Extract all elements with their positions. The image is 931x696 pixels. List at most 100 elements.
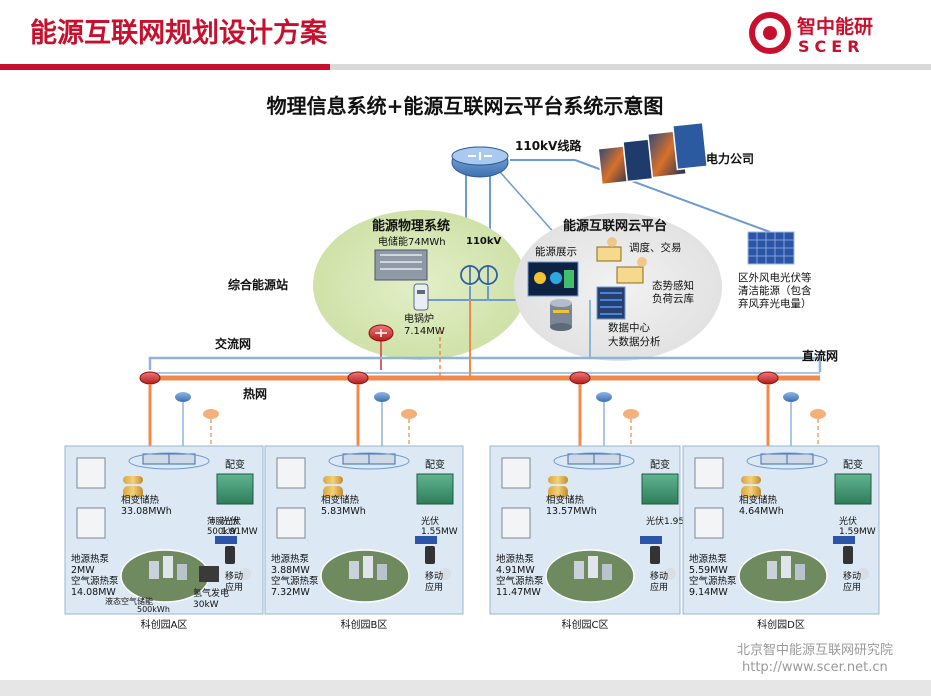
storage-label-2: 5.83MWh bbox=[321, 506, 366, 517]
solar-label-2: 1.59MW bbox=[839, 527, 876, 537]
heat-storage-tank-icon bbox=[323, 486, 343, 498]
mobile-app-label-1: 移动 bbox=[425, 570, 443, 582]
substation-label: 配变 bbox=[843, 458, 863, 471]
outside-solar-panel-icon bbox=[747, 231, 795, 265]
data-center-server-icon bbox=[596, 286, 626, 320]
boiler-label-1: 电锅炉 bbox=[404, 312, 434, 325]
situation-operator-icon bbox=[616, 257, 647, 284]
core-router-icon bbox=[451, 146, 509, 178]
kv110-label: 110kV bbox=[466, 236, 502, 247]
datacenter-label-2: 大数据分析 bbox=[608, 335, 661, 348]
solar-label-1: 光伏 bbox=[421, 515, 439, 527]
heat-storage-tank-icon bbox=[741, 476, 761, 484]
logo-en-text: SCER bbox=[798, 37, 865, 56]
user-icon bbox=[239, 568, 251, 580]
ground-source-label-2: 4.91MW bbox=[496, 565, 535, 576]
ground-source-label-2: 5.59MW bbox=[689, 565, 728, 576]
park-name-label: 科创园C区 bbox=[562, 618, 609, 631]
dispatch-operator-icon bbox=[596, 237, 622, 262]
solar-panel-icon bbox=[640, 536, 662, 544]
park-name-label: 科创园D区 bbox=[757, 618, 805, 631]
park-panel-b: 配变相变储热5.83MWh光伏1.55MW地源热泵3.88MW空气源热泵7.32… bbox=[264, 445, 464, 631]
heat-pump-unit-icon bbox=[501, 457, 531, 489]
switch-icon bbox=[786, 453, 814, 465]
energy-display-screen-icon bbox=[527, 261, 579, 297]
heat-pump-unit-icon bbox=[76, 507, 106, 539]
heat-storage-tank-icon bbox=[548, 476, 568, 484]
mobile-app-label-1: 移动 bbox=[843, 570, 861, 582]
ground-source-label-1: 地源热泵 bbox=[496, 553, 535, 565]
heat-grid-label: 热网 bbox=[243, 386, 267, 401]
mobile-app-label-2: 应用 bbox=[425, 581, 443, 593]
dispatch-label: 调度、交易 bbox=[629, 241, 682, 254]
ground-source-label-1: 地源热泵 bbox=[271, 553, 310, 565]
user-icon bbox=[664, 568, 676, 580]
storage-label-1: 相变储热 bbox=[739, 494, 778, 506]
grid-router-d-icon bbox=[757, 371, 779, 385]
heat-storage-tank-icon bbox=[741, 486, 761, 498]
solar-label-2: 1.91MW bbox=[221, 527, 258, 537]
heat-pump-unit-icon bbox=[276, 507, 306, 539]
scer-logo: 智中能研 SCER bbox=[749, 12, 873, 56]
park-panel-d: 配变相变储热4.64MWh光伏1.59MW地源热泵5.59MW空气源热泵9.14… bbox=[682, 445, 880, 631]
storage-label-2: 33.08MWh bbox=[121, 506, 172, 517]
hydrogen-label-1: 氢气发电 bbox=[193, 587, 229, 599]
liquid-air-storage-label-2: 500kWh bbox=[137, 605, 170, 614]
storage-label-2: 13.57MWh bbox=[546, 506, 597, 517]
air-source-label-1: 空气源热泵 bbox=[71, 575, 119, 587]
switch-icon bbox=[342, 453, 370, 465]
cloud-platform-label: 能源互联网云平台 bbox=[563, 218, 667, 234]
mobile-app-label-1: 移动 bbox=[650, 570, 668, 582]
mobile-phone-icon bbox=[225, 546, 235, 564]
dc-grid-label: 直流网 bbox=[802, 348, 838, 363]
switch-icon bbox=[168, 453, 196, 465]
database-icon bbox=[550, 299, 572, 331]
physical-system-label: 能源物理系统 bbox=[372, 218, 450, 234]
liquid-air-storage-label-1: 液态空气储能 bbox=[105, 596, 153, 606]
footer-url: http://www.scer.net.cn bbox=[742, 660, 888, 675]
switch-icon bbox=[368, 453, 396, 465]
park-panel-c: 配变相变储热13.57MWh光伏1.95MW地源热泵4.91MW空气源热泵11.… bbox=[489, 445, 701, 631]
diagram-title: 物理信息系统+能源互联网云平台系统示意图 bbox=[267, 94, 664, 118]
switch-icon bbox=[760, 453, 788, 465]
storage-74-label: 电储能74MWh bbox=[378, 235, 446, 248]
ground-source-label-2: 3.88MW bbox=[271, 565, 310, 576]
solar-panel-icon bbox=[415, 536, 437, 544]
station-label: 综合能源站 bbox=[228, 277, 288, 292]
power-company-images bbox=[597, 121, 709, 186]
air-source-label-2: 14.08MW bbox=[71, 587, 116, 598]
solar-panel-icon bbox=[833, 536, 855, 544]
energy-display-label: 能源展示 bbox=[535, 245, 577, 258]
mobile-phone-icon bbox=[425, 546, 435, 564]
datacenter-label-1: 数据中心 bbox=[608, 321, 650, 334]
transformer-icon bbox=[460, 265, 498, 285]
heat-storage-tank-icon bbox=[323, 476, 343, 484]
air-source-label-1: 空气源热泵 bbox=[496, 575, 544, 587]
hydrogen-generator-icon bbox=[199, 566, 219, 582]
power-company-label: 电力公司 bbox=[706, 151, 754, 166]
ground-source-label-2: 2MW bbox=[71, 565, 95, 576]
switch-icon bbox=[142, 453, 170, 465]
logo-emblem-icon bbox=[749, 12, 791, 54]
mobile-app-label-1: 移动 bbox=[225, 570, 243, 582]
air-source-label-2: 11.47MW bbox=[496, 587, 541, 598]
secondary-nodes bbox=[175, 392, 826, 419]
solar-label-1: 光伏 bbox=[221, 515, 239, 527]
heat-pump-unit-icon bbox=[694, 507, 724, 539]
header-divider-red bbox=[0, 64, 330, 70]
mobile-app-label-2: 应用 bbox=[225, 581, 243, 593]
thin-film-solar-label-2: 500kW bbox=[207, 527, 237, 537]
control-router-icon bbox=[368, 324, 394, 342]
grid-router-b-icon bbox=[347, 371, 369, 385]
header-divider-grey bbox=[330, 64, 931, 70]
outside-energy-label-1: 区外风电光伏等 bbox=[738, 271, 812, 284]
storage-label-1: 相变储热 bbox=[321, 494, 360, 506]
thin-film-solar-label-1: 薄膜光伏 bbox=[207, 516, 242, 527]
park-name-label: 科创园B区 bbox=[341, 618, 388, 631]
storage-label-1: 相变储热 bbox=[546, 494, 585, 506]
substation-box-icon bbox=[641, 473, 679, 505]
ground-source-label-1: 地源热泵 bbox=[71, 553, 110, 565]
outside-energy-label-2: 清洁能源（包含 bbox=[738, 284, 812, 297]
ac-grid-label: 交流网 bbox=[215, 336, 251, 351]
